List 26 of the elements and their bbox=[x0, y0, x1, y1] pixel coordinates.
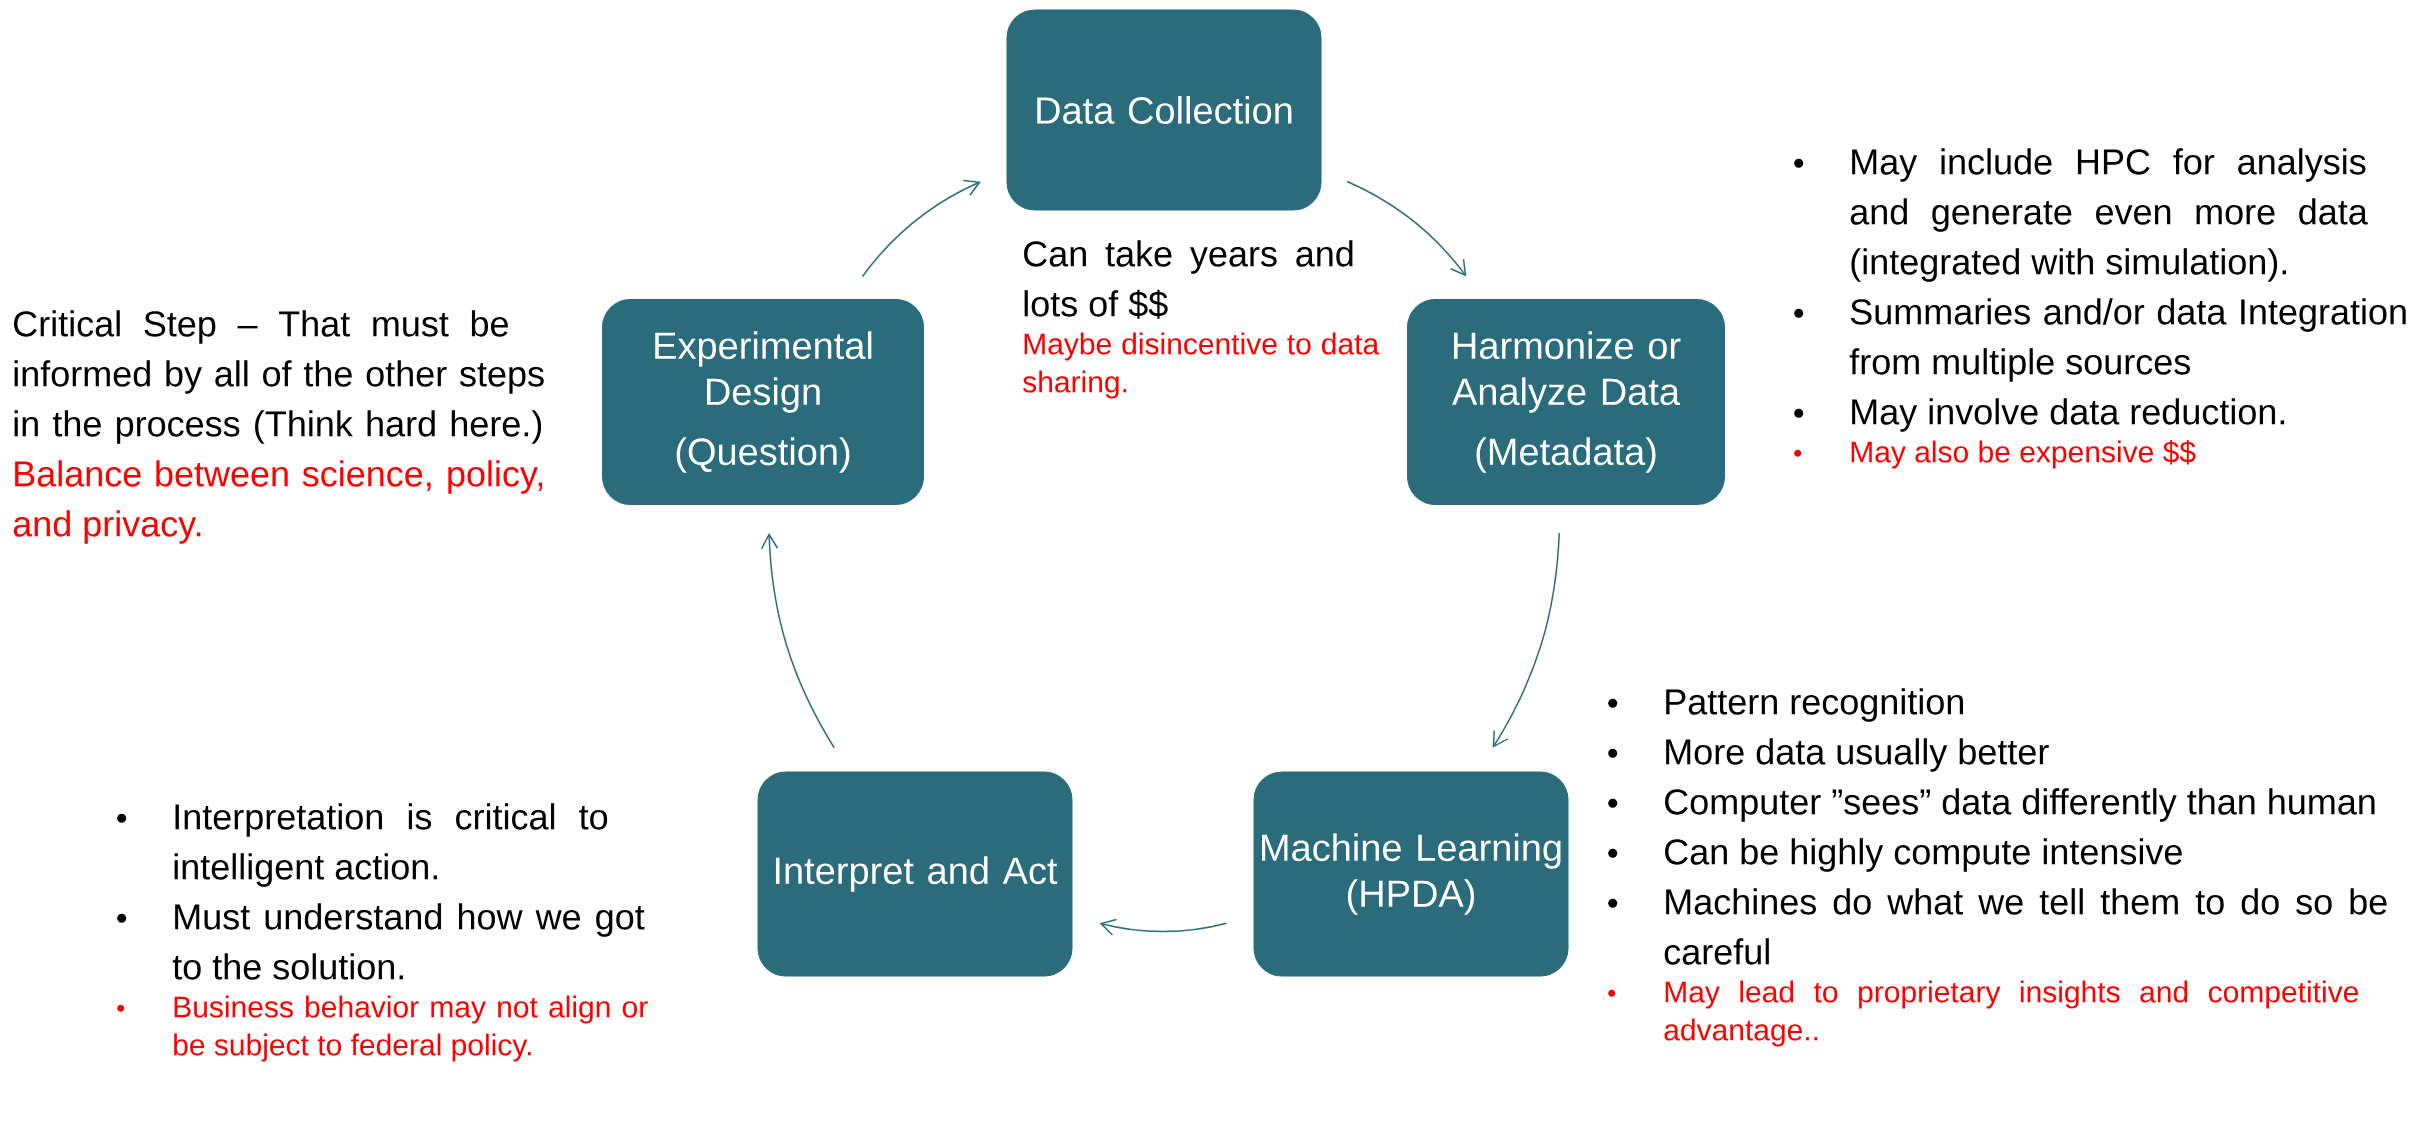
process-box: Interpret and Act bbox=[757, 771, 1073, 977]
bullet-item: Can be highly compute intensive bbox=[1608, 838, 2182, 872]
arrow bbox=[1099, 918, 1228, 936]
bullet-item: Pattern recognition bbox=[1608, 688, 1963, 722]
note-text: Critical Step – That must be informed by all of the other steps in the process (Think hard here.) Balance between science, policy, and privacy. bbox=[13, 310, 544, 544]
process-box: Experimental Design (Question) bbox=[602, 299, 924, 505]
bullet-item: Machines do what we tell them to do so be careful bbox=[1608, 888, 2387, 965]
bullet-item: Summaries and/or data Integration from multiple sources bbox=[1794, 298, 2406, 382]
process-box: Harmonize or Analyze Data (Metadata) bbox=[1407, 299, 1725, 505]
bullet-item: Interpretation is critical to intelligent action. bbox=[117, 803, 608, 887]
note-text: Can take years and lots of $$ bbox=[1024, 240, 1353, 319]
arrow bbox=[861, 179, 981, 278]
bullet-item: May involve data reduction. bbox=[1794, 398, 2285, 432]
process-box: Data Collection bbox=[1006, 9, 1322, 211]
arrow bbox=[1492, 532, 1560, 748]
arrow bbox=[1346, 180, 1467, 277]
bullet-item: May include HPC for analysis and generate even more data (integrated with simulation). bbox=[1794, 148, 2368, 282]
bullet-item: May lead to proprietary insights and competitive advantage.. bbox=[1608, 980, 2359, 1047]
process-box: Machine Learning (HPDA) bbox=[1253, 771, 1569, 977]
bullet-item: More data usually better bbox=[1608, 738, 2049, 772]
bullet-item: May also be expensive $$ bbox=[1794, 440, 2196, 469]
bullet-item: Business behavior may not align or be subject to federal policy. bbox=[117, 995, 648, 1062]
note-text: Maybe disincentive to data sharing. bbox=[1023, 332, 1380, 399]
bullet-item: Computer ”sees” data differently than human bbox=[1608, 788, 2375, 822]
arrow bbox=[760, 533, 835, 749]
bullet-item: Must understand how we got to the solution. bbox=[117, 903, 645, 980]
